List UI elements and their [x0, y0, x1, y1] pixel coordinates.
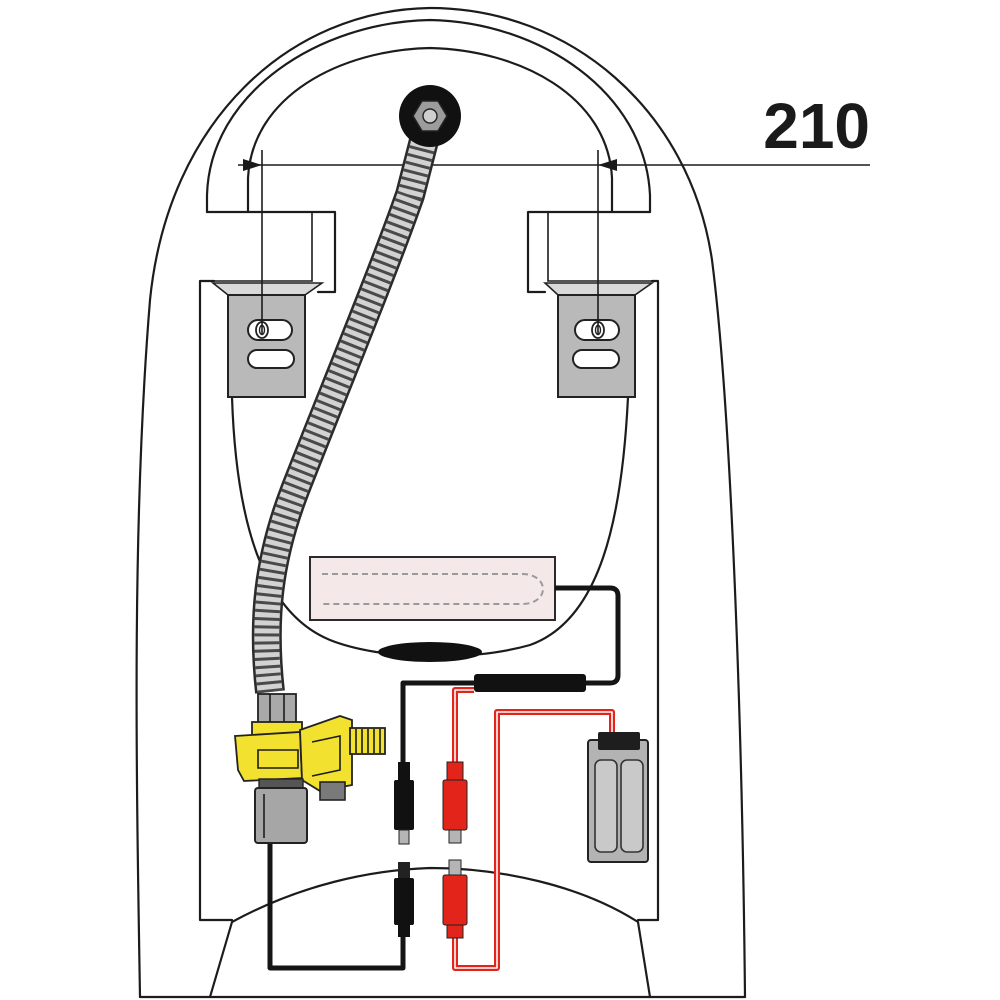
- hose-corrugation: [254, 121, 441, 694]
- right-bracket-plate: [557, 294, 636, 398]
- valve-inlet-nut: [257, 693, 297, 725]
- left-mount-block-edge: [214, 212, 313, 282]
- red-wire-upper: [452, 687, 474, 762]
- red-connector-upper: [442, 761, 468, 844]
- valve-housing-right: [299, 715, 353, 792]
- valve-inlet-nut-facets: [269, 694, 285, 724]
- black-connector-upper-pin: [398, 829, 410, 845]
- left-bracket-slot-upper: [247, 319, 293, 341]
- sensor-window: [309, 556, 556, 621]
- shell-outer-outline: [135, 6, 747, 999]
- valve-side-fitting: [319, 781, 346, 801]
- battery-pack: [587, 732, 649, 863]
- hanger-inner-arch: [246, 46, 614, 214]
- dimension-arrow-right: [598, 159, 617, 171]
- flexible-supply-hose: [251, 121, 443, 694]
- battery-cell-right: [620, 759, 644, 853]
- left-bracket-plate: [227, 294, 306, 398]
- red-connector-upper-body: [442, 779, 468, 831]
- red-connector-upper-sleeve: [446, 761, 464, 781]
- right-mount-block: [526, 210, 652, 294]
- red-connector-lower-body: [442, 874, 468, 926]
- red-connector-lower-pin: [448, 859, 462, 876]
- inline-control-box: [474, 674, 586, 692]
- black-connector-lower-body: [394, 878, 414, 925]
- left-bracket-slot-lower: [247, 349, 295, 369]
- sensor-element-outline: [322, 573, 544, 605]
- supply-nut-center: [422, 108, 438, 124]
- black-connector-upper: [394, 762, 414, 845]
- black-connector-lower-tail: [398, 925, 410, 937]
- drain-opening: [378, 642, 482, 662]
- right-bracket-slot-lower: [572, 349, 620, 369]
- black-connector-upper-body: [394, 780, 414, 830]
- bowl-rim-arch: [208, 866, 652, 999]
- dimension-arrow-left: [243, 159, 262, 171]
- solenoid-valve: [234, 693, 386, 844]
- solenoid-coil: [254, 787, 308, 844]
- left-mount-block: [205, 210, 337, 294]
- supply-connection-nut: [399, 85, 461, 147]
- red-wire-loop-core: [454, 711, 613, 969]
- left-mounting-bracket: [210, 282, 325, 398]
- valve-cable: [267, 843, 406, 971]
- left-bracket-bevel: [210, 282, 325, 296]
- black-connector-lower-tip: [398, 862, 410, 878]
- sensor-cable: [555, 585, 621, 686]
- valve-housing-left: [234, 731, 303, 782]
- black-wiring: [267, 585, 621, 971]
- red-wire-upper-core: [454, 689, 474, 762]
- black-connector-lower: [394, 862, 414, 937]
- left-inner-wall: [198, 279, 234, 922]
- sensor-module: [309, 556, 556, 621]
- black-connector-upper-sleeve: [398, 762, 410, 780]
- battery-cap: [598, 732, 640, 750]
- right-mount-block-edge: [547, 212, 652, 282]
- red-connector-lower-tail: [446, 924, 464, 939]
- red-connector-upper-pin: [448, 829, 462, 844]
- dimension-annotation: 210: [238, 90, 870, 334]
- battery-cell-left: [594, 759, 618, 853]
- right-inner-wall: [636, 279, 660, 922]
- control-cable: [400, 680, 476, 762]
- red-connector-lower: [442, 859, 468, 939]
- hanger-outer-arch: [205, 18, 652, 214]
- ceramic-shell: [135, 6, 747, 999]
- dimension-label: 210: [763, 90, 870, 162]
- valve-housing-detail: [257, 735, 341, 777]
- red-wiring: [442, 687, 615, 971]
- valve-outlet-thread-lines: [355, 729, 381, 753]
